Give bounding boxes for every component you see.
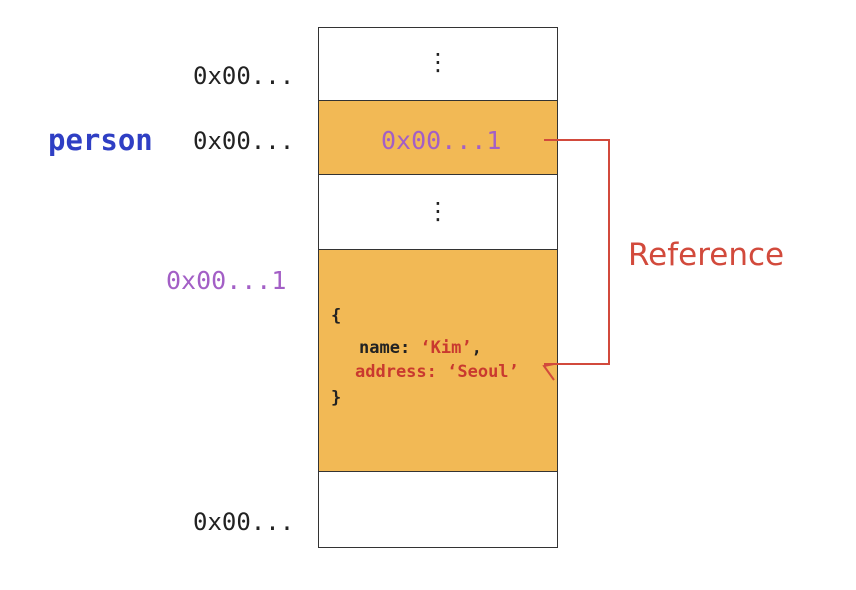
object-name-property: name: ‘Kim’, (359, 338, 482, 358)
ellipsis-vertical-icon: ⋮ (426, 197, 450, 225)
address-label-last: 0x00... (193, 508, 295, 536)
memory-cell-person: 0x00...1 (318, 100, 558, 176)
reference-label: Reference (628, 237, 785, 273)
memory-cell-bottom (318, 471, 558, 548)
address-label-row-2: 0x00... (193, 127, 295, 155)
object-close-brace: } (331, 388, 342, 408)
ellipsis-vertical-icon: ⋮ (426, 48, 450, 76)
memory-cell-middle: ⋮ (318, 174, 558, 251)
variable-name-person: person (48, 123, 153, 157)
stored-address-value: 0x00...1 (381, 126, 502, 155)
object-address-property: address: ‘Seoul’ (355, 362, 519, 382)
object-open-brace: { (331, 306, 342, 326)
memory-cell-object: { name: ‘Kim’, address: ‘Seoul’ } (318, 249, 558, 473)
address-label-row-1: 0x00... (193, 62, 295, 90)
memory-cell-top: ⋮ (318, 27, 558, 102)
address-label-object: 0x00...1 (166, 266, 287, 295)
